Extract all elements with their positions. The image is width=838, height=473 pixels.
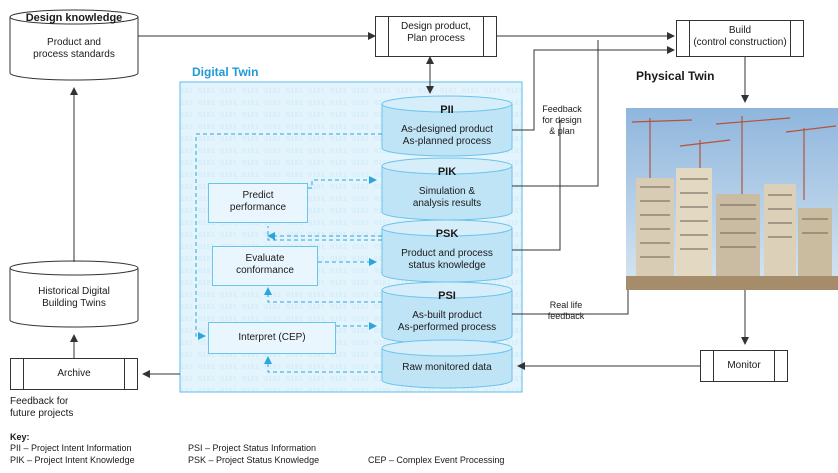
interpret-box: [208, 322, 336, 354]
feedback-future-line1: Feedback for: [10, 396, 69, 407]
pik-title: PIK: [437, 166, 457, 178]
evaluate-box: [212, 246, 318, 286]
real-life-line1: Real life: [549, 300, 583, 310]
build-line2: (control construction): [693, 37, 787, 48]
design-product-line2: Plan process: [407, 33, 465, 44]
key-title: Key:: [10, 432, 30, 442]
monitor-box: [700, 350, 788, 382]
pik-line1: Simulation &: [418, 186, 476, 197]
evaluate-line1: Evaluate: [245, 253, 285, 264]
predict-line2: performance: [229, 202, 287, 213]
real-life-line2: feedback: [547, 311, 585, 321]
design-knowledge-line2: process standards: [33, 49, 115, 60]
historical-twins-cylinder: [9, 260, 139, 328]
pik-cylinder: [381, 157, 513, 221]
physical-twin-label: Physical Twin: [636, 69, 715, 83]
feedback-design-line1: Feedback: [542, 104, 582, 114]
pik-line2: analysis results: [412, 198, 482, 209]
raw-data-label: Raw monitored data: [402, 362, 492, 373]
pii-line2: As-planned process: [402, 136, 492, 147]
interpret-label: Interpret (CEP): [238, 332, 306, 343]
predict-line1: Predict: [242, 190, 274, 201]
psk-line1: Product and process: [401, 248, 493, 259]
pii-title: PII: [440, 104, 454, 116]
psi-line2: As-performed process: [397, 322, 497, 333]
design-knowledge-title: Design knowledge: [25, 12, 123, 24]
historical-line1: Historical Digital: [38, 286, 110, 297]
predict-box: [208, 183, 308, 223]
design-product-line1: Design product,: [400, 21, 472, 32]
evaluate-line2: conformance: [236, 265, 294, 276]
archive-label: Archive: [57, 368, 91, 379]
psk-line2: status knowledge: [408, 260, 486, 271]
design-knowledge-cylinder: [9, 9, 139, 81]
digital-twin-label: Digital Twin: [192, 65, 259, 79]
key-pik: PIK – Project Intent Knowledge: [10, 455, 135, 465]
psi-title: PSI: [438, 290, 456, 302]
key-psi: PSI – Project Status Information: [188, 443, 317, 453]
psk-title: PSK: [435, 228, 459, 240]
archive-box: [10, 358, 138, 390]
design-knowledge-line1: Product and: [47, 37, 101, 48]
design-product-box: [375, 16, 497, 57]
feedback-design-line2: for design: [542, 115, 582, 125]
build-box: [676, 20, 804, 57]
psk-cylinder: [381, 219, 513, 283]
feedback-design-line3: & plan: [549, 126, 575, 136]
feedback-future-line2: future projects: [10, 408, 74, 419]
pii-line1: As-designed product: [401, 124, 493, 135]
key-cep: CEP – Complex Event Processing: [368, 455, 505, 465]
monitor-label: Monitor: [727, 360, 761, 371]
pii-cylinder: [381, 95, 513, 157]
psi-line1: As-built product: [412, 310, 482, 321]
key-pii: PII – Project Intent Information: [10, 443, 132, 453]
build-line1: Build: [728, 25, 752, 36]
key-psk: PSK – Project Status Knowledge: [188, 455, 320, 465]
raw-data-cylinder: [381, 339, 513, 389]
historical-line2: Building Twins: [42, 298, 106, 309]
construction-site-photo: [626, 108, 838, 290]
